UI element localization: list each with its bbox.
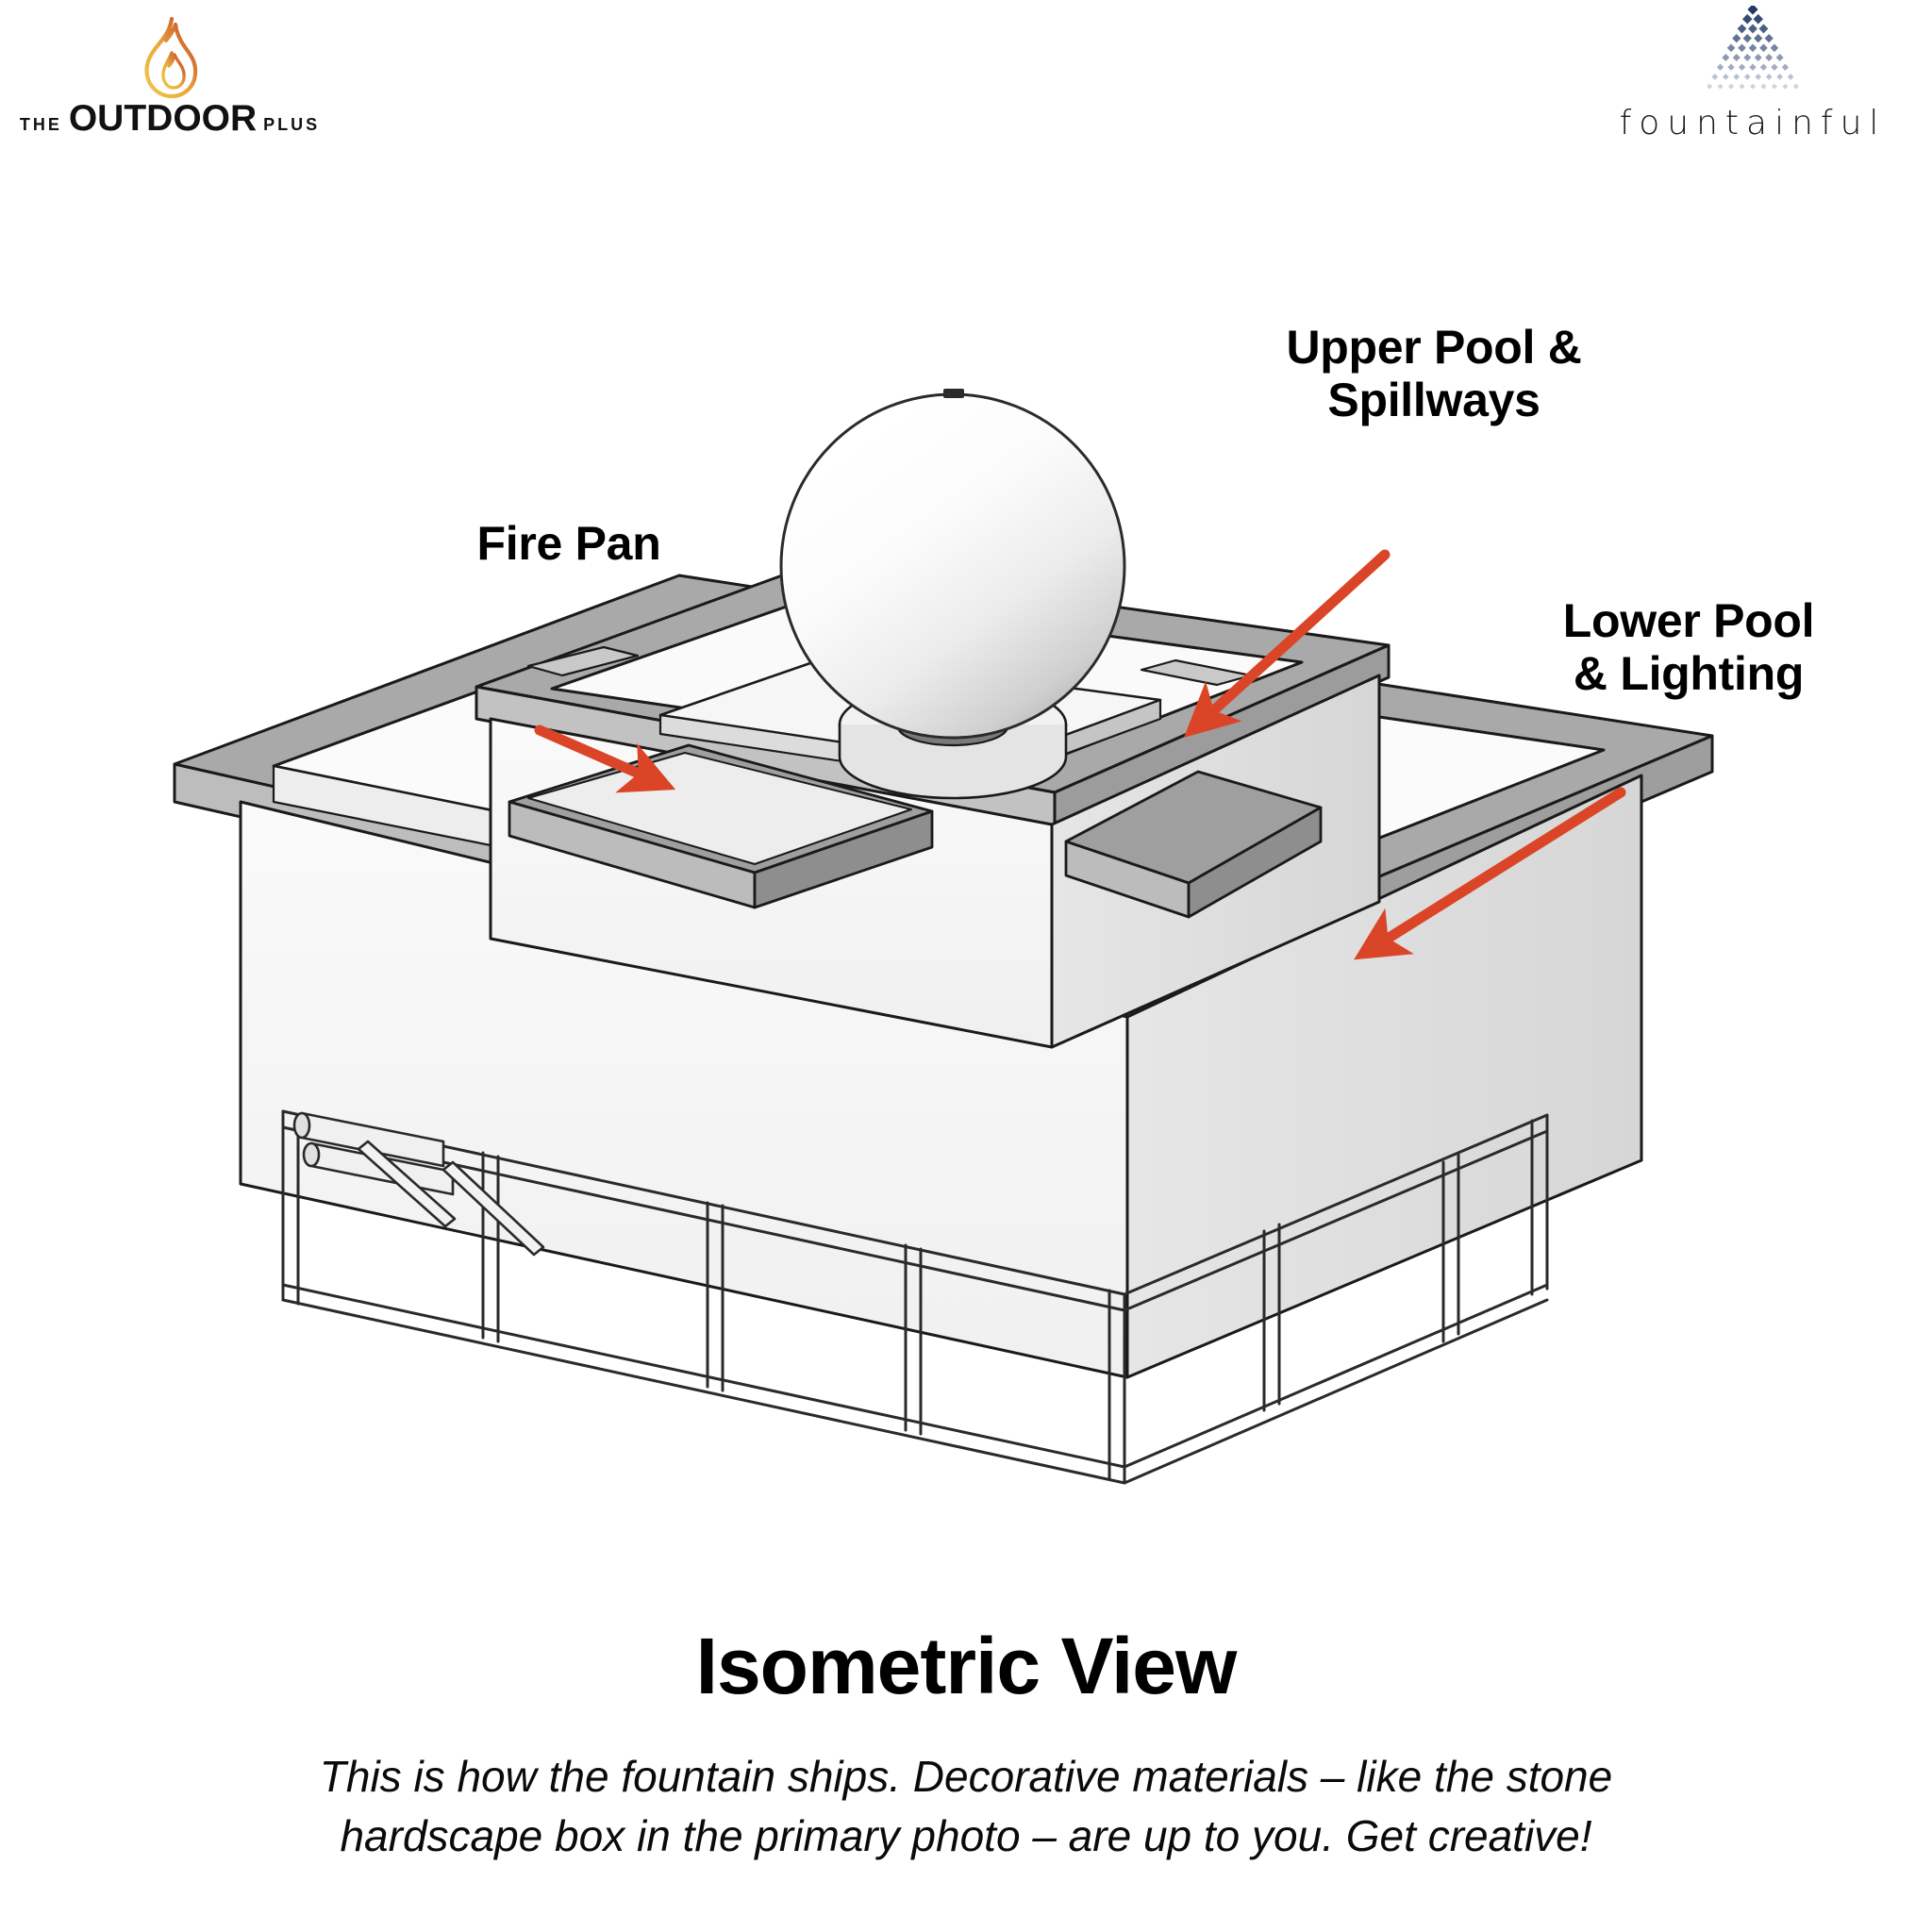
callout-text-lower-pool-line1: Lower Pool	[1562, 594, 1815, 647]
fountainful-wordmark: fountainful	[1619, 104, 1887, 142]
callout-text-fire-pan: Fire Pan	[476, 517, 661, 570]
logo-word-plus: PLUS	[263, 115, 321, 134]
logo-word-outdoor: OUTDOOR	[68, 98, 258, 139]
callout-text-upper-pool-line2: Spillways	[1327, 374, 1541, 426]
callout-arrows	[534, 549, 1626, 960]
callout-text-lower-pool-line2: & Lighting	[1573, 647, 1805, 700]
figure-caption-line2: hardscape box in the primary photo – are…	[340, 1811, 1592, 1861]
figure-caption-line1: This is how the fountain ships. Decorati…	[319, 1752, 1613, 1801]
diamond-leaf-icon	[1682, 6, 1824, 104]
callout-label-upper-pool: Upper Pool & Spillways	[1226, 321, 1641, 426]
flame-icon	[130, 17, 209, 98]
figure-title: Isometric View	[695, 1622, 1238, 1710]
callout-label-lower-pool: Lower Pool & Lighting	[1519, 594, 1858, 700]
figure-caption: This is how the fountain ships. Decorati…	[189, 1747, 1743, 1867]
arrow-fire-pan	[534, 724, 676, 793]
fountainful-logo: fountainful	[1592, 6, 1913, 147]
the-outdoor-plus-wordmark: THE OUTDOOR PLUS	[20, 98, 320, 140]
the-outdoor-plus-logo: THE OUTDOOR PLUS	[20, 17, 317, 149]
fountain-isometric-illustration	[173, 389, 1714, 1485]
callout-label-fire-pan: Fire Pan	[441, 517, 696, 570]
arrow-lower-pool	[1354, 787, 1626, 960]
callout-text-upper-pool-line1: Upper Pool &	[1286, 321, 1582, 374]
logo-word-the: THE	[19, 115, 62, 134]
arrow-upper-pool	[1183, 549, 1391, 738]
